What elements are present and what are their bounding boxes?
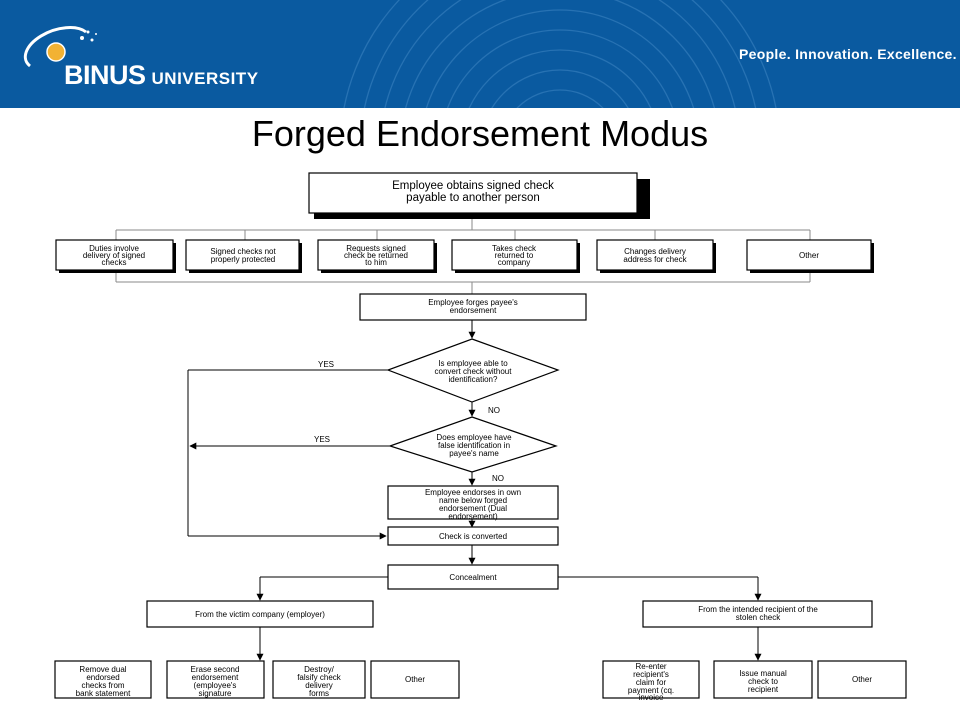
svg-text:Duties involve: Duties involve	[89, 244, 139, 253]
svg-text:Erase second: Erase second	[191, 665, 240, 674]
svg-text:Is employee able to: Is employee able to	[438, 359, 508, 368]
svg-text:Other: Other	[852, 675, 872, 684]
svg-text:Employee forges payee's: Employee forges payee's	[428, 298, 518, 307]
svg-text:delivery: delivery	[305, 681, 333, 690]
recipient-branch-box: From the intended recipient of the stole…	[642, 600, 873, 628]
logo-sun-icon	[47, 43, 65, 61]
check-converted-box: Check is converted	[387, 526, 559, 546]
yes-label-1: YES	[318, 360, 334, 369]
method-box-2: Signed checks not properly protected	[185, 239, 302, 273]
start-box: Employee obtains signed check payable to…	[308, 172, 650, 219]
svg-text:stolen check: stolen check	[736, 613, 781, 622]
svg-text:Requests signed: Requests signed	[346, 244, 406, 253]
svg-text:bank statement: bank statement	[76, 689, 131, 698]
start-line-2: payable to another person	[406, 192, 540, 204]
victim-action-4: Other	[370, 660, 460, 699]
svg-text:endorsement: endorsement	[192, 673, 239, 682]
victim-action-2: Erase second endorsement (employee's sig…	[166, 660, 265, 699]
svg-text:forms: forms	[309, 689, 329, 698]
yes-label-2: YES	[314, 435, 330, 444]
svg-text:Changes delivery: Changes delivery	[624, 247, 686, 256]
dual-endorsement-box: Employee endorses in own name below forg…	[387, 485, 559, 521]
svg-text:Signed checks not: Signed checks not	[210, 247, 276, 256]
svg-text:returned to: returned to	[495, 251, 534, 260]
decision-2-diamond: Does employee have false identification …	[388, 416, 558, 473]
svg-text:delivery of signed: delivery of signed	[83, 251, 145, 260]
svg-text:payee's name: payee's name	[449, 449, 499, 458]
svg-text:endorsement (Dual: endorsement (Dual	[439, 504, 507, 513]
svg-text:Check is converted: Check is converted	[439, 532, 507, 541]
header-banner: BINUS UNIVERSITY People. Innovation. Exce…	[0, 0, 960, 108]
svg-text:Re-enter: Re-enter	[635, 662, 666, 671]
method-box-4: Takes check returned to company	[451, 239, 580, 273]
recipient-action-boxes: Re-enter recipient's claim for payment (…	[602, 660, 907, 702]
svg-text:name below forged: name below forged	[439, 496, 507, 505]
svg-text:Other: Other	[799, 251, 819, 260]
method-box-6: Other	[746, 239, 874, 273]
svg-text:recipient's: recipient's	[633, 670, 669, 679]
victim-action-1: Remove dual endorsed checks from bank st…	[54, 660, 152, 699]
svg-text:falsify check: falsify check	[297, 673, 342, 682]
svg-text:payment (cq.: payment (cq.	[628, 686, 674, 695]
svg-text:Employee endorses in own: Employee endorses in own	[425, 488, 521, 497]
svg-text:signature: signature	[199, 689, 232, 698]
recipient-action-2: Issue manual check to recipient	[713, 660, 813, 699]
svg-text:to him: to him	[365, 258, 387, 267]
svg-text:convert check without: convert check without	[435, 367, 513, 376]
banner-arcs	[343, 0, 777, 108]
svg-text:Remove dual: Remove dual	[79, 665, 126, 674]
svg-text:recipient: recipient	[748, 685, 779, 694]
logo-main: BINUS	[64, 60, 146, 90]
start-line-1: Employee obtains signed check	[392, 180, 554, 192]
victim-action-3: Destroy/ falsify check delivery forms	[272, 660, 366, 699]
svg-text:invoice: invoice	[639, 693, 664, 702]
svg-text:Takes check: Takes check	[492, 244, 537, 253]
svg-text:identification?: identification?	[449, 375, 498, 384]
no-label-2: NO	[492, 474, 504, 483]
svg-text:company: company	[498, 258, 530, 267]
victim-action-boxes: Remove dual endorsed checks from bank st…	[54, 660, 460, 699]
svg-text:Concealment: Concealment	[449, 573, 497, 582]
recipient-action-1: Re-enter recipient's claim for payment (…	[602, 660, 700, 702]
method-boxes: Duties involve delivery of signed checks…	[55, 239, 874, 273]
svg-text:checks: checks	[102, 258, 127, 267]
tagline: People. Innovation. Excellence.	[739, 46, 957, 62]
slide-title: Forged Endorsement Modus	[251, 113, 709, 154]
method-box-5: Changes delivery address for check	[596, 239, 716, 273]
svg-text:claim for: claim for	[636, 678, 667, 687]
svg-text:checks from: checks from	[81, 681, 124, 690]
method-box-1: Duties involve delivery of signed checks	[55, 239, 176, 273]
logo-wordmark: BINUS UNIVERSITY	[64, 60, 259, 91]
svg-text:false identification in: false identification in	[438, 441, 510, 450]
no-label-1: NO	[488, 406, 500, 415]
svg-text:From the intended recipient of: From the intended recipient of the	[698, 605, 818, 614]
forge-box: Employee forges payee's endorsement	[359, 293, 587, 321]
svg-text:properly protected: properly protected	[211, 255, 275, 264]
svg-text:check to: check to	[748, 677, 778, 686]
connectors	[115, 213, 811, 661]
logo-sub: UNIVERSITY	[151, 69, 259, 88]
svg-text:(employee's: (employee's	[194, 681, 237, 690]
svg-text:endorsement: endorsement	[450, 306, 497, 315]
victim-branch-box: From the victim company (employer)	[146, 600, 374, 628]
svg-text:address for check: address for check	[623, 255, 687, 264]
svg-text:Destroy/: Destroy/	[304, 665, 335, 674]
svg-text:endorsed: endorsed	[86, 673, 119, 682]
decision-1-diamond: Is employee able to convert check withou…	[386, 338, 560, 403]
binus-logo-icon	[23, 26, 97, 68]
svg-text:Other: Other	[405, 675, 425, 684]
svg-text:Issue manual: Issue manual	[739, 669, 787, 678]
svg-text:check be returned: check be returned	[344, 251, 408, 260]
svg-text:Does employee have: Does employee have	[436, 433, 512, 442]
svg-text:endorsement): endorsement)	[448, 512, 498, 521]
method-box-3: Requests signed check be returned to him	[317, 239, 437, 273]
svg-text:From the victim company (emplo: From the victim company (employer)	[195, 610, 325, 619]
concealment-box: Concealment	[387, 564, 559, 590]
recipient-action-3: Other	[817, 660, 907, 699]
